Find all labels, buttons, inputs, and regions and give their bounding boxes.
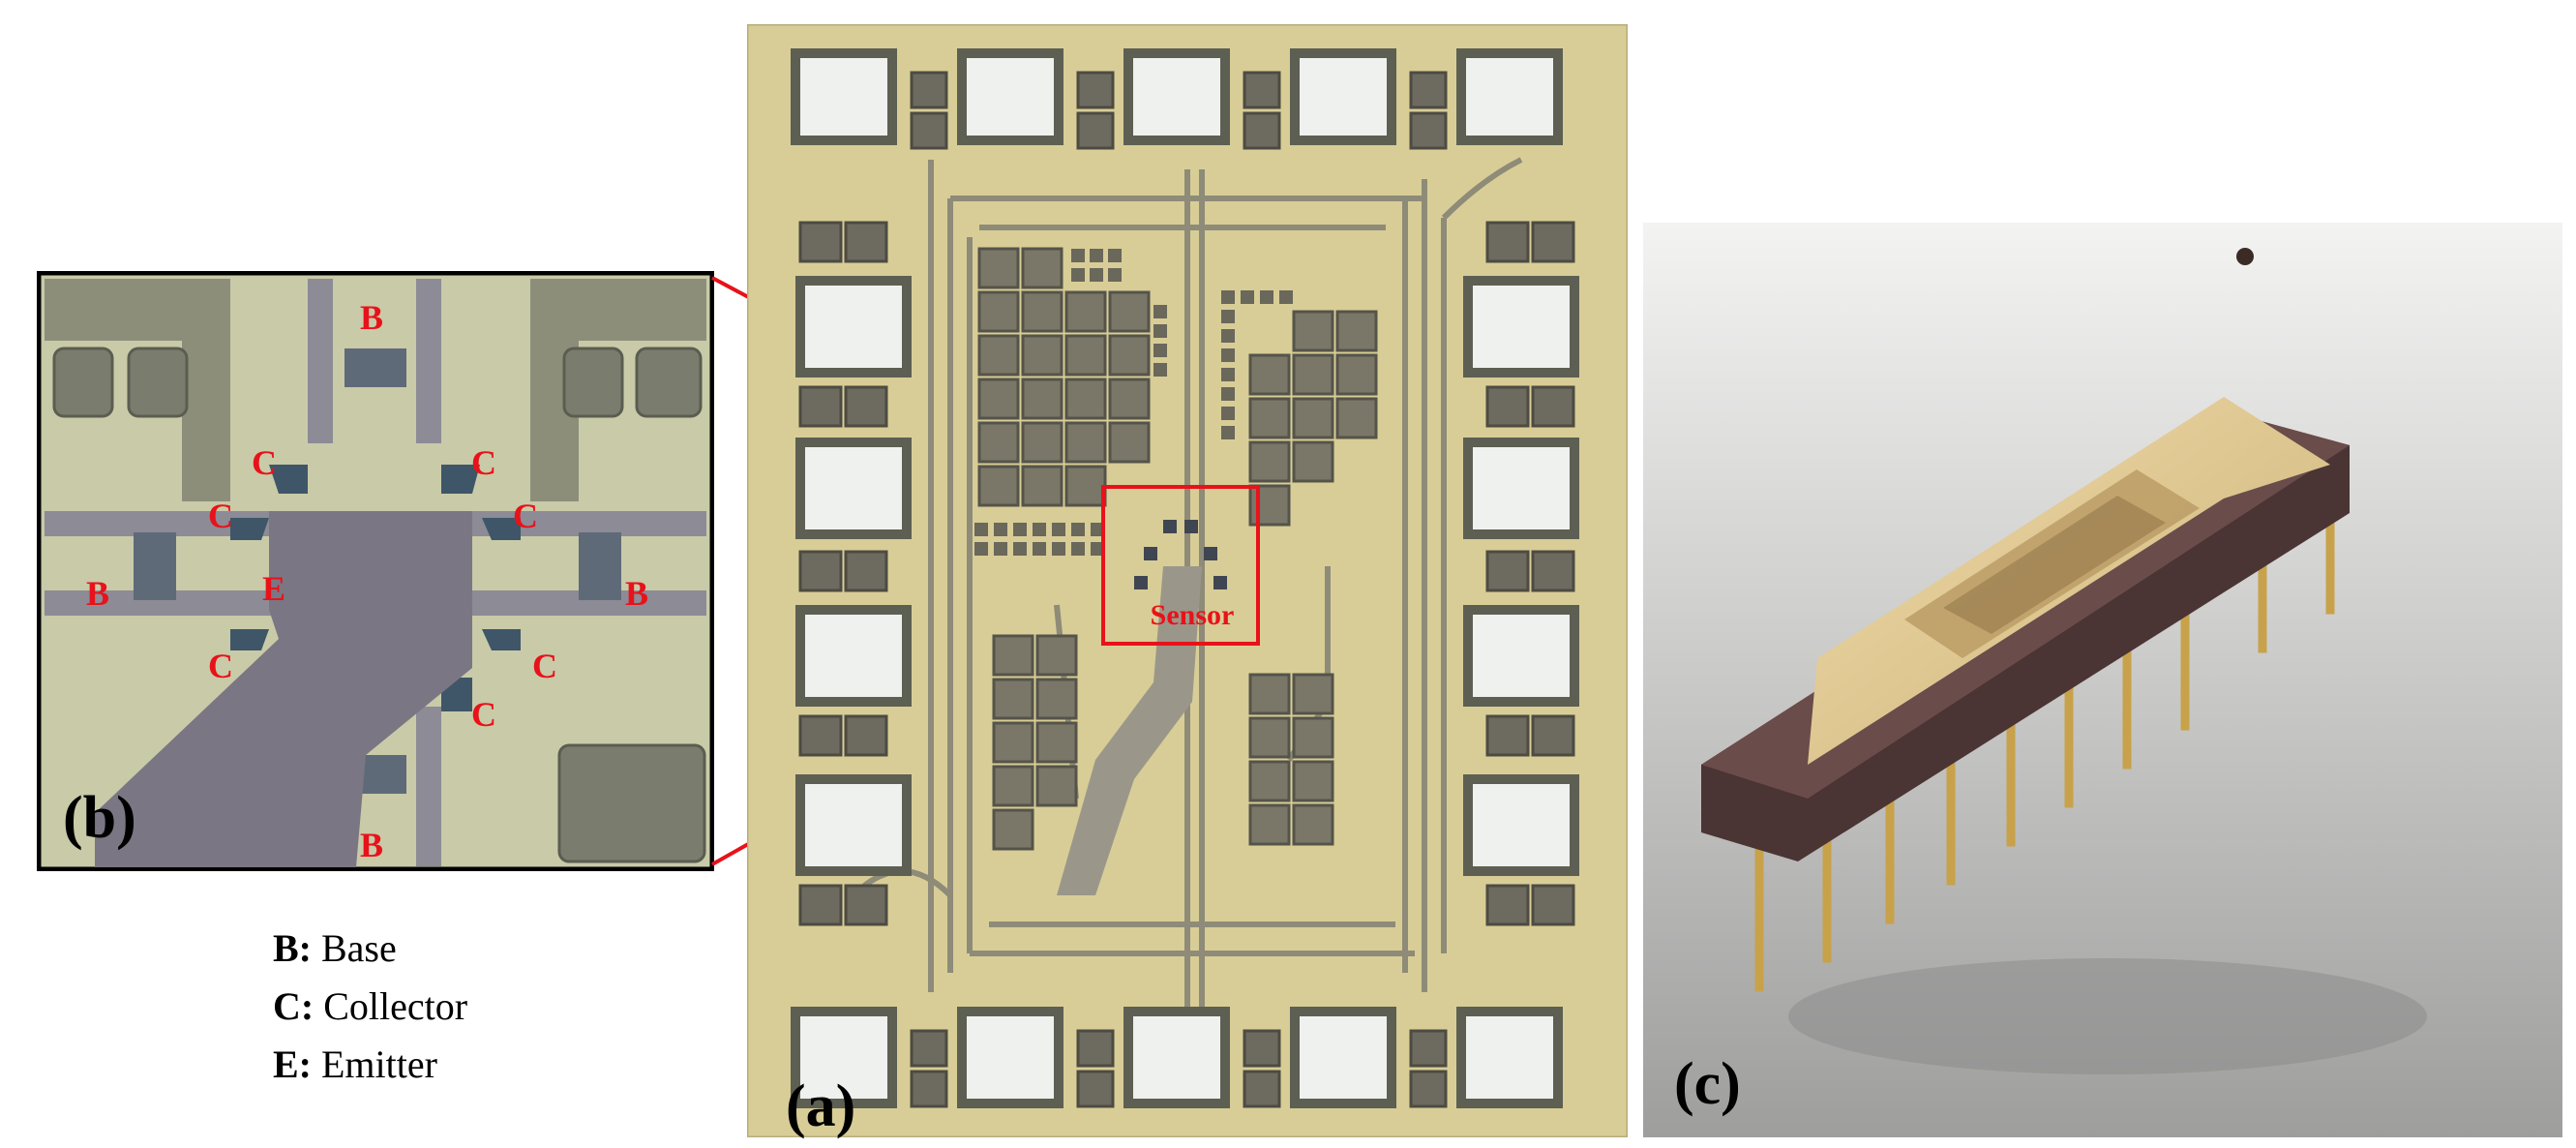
- svg-text:C: C: [208, 497, 233, 535]
- svg-text:C: C: [252, 443, 277, 482]
- right-bond-pads: [1463, 276, 1579, 876]
- top-bond-pads: [791, 48, 1563, 145]
- panel-label-a: (a): [786, 1073, 856, 1139]
- chip-image: [1643, 223, 2562, 1137]
- svg-text:C: C: [208, 647, 233, 685]
- label-b-bottom: B: [360, 826, 383, 864]
- label-b-left: B: [86, 574, 109, 613]
- collector-labels: C C C C C C C: [208, 443, 557, 734]
- zoom-panel: B B B B E C C C C C C C: [37, 271, 714, 871]
- svg-text:C: C: [532, 647, 557, 685]
- legend-item-collector: C: Collector: [273, 984, 468, 1028]
- die-photo: Sensor: [747, 24, 1628, 1137]
- legend: B: Base C: Collector E: Emitter: [273, 929, 467, 1084]
- die-image: Sensor: [747, 24, 1628, 1137]
- svg-text:C: C: [471, 695, 496, 734]
- legend-item-emitter: E: Emitter: [273, 1042, 437, 1086]
- legend-item-base: B: Base: [273, 926, 397, 970]
- svg-text:C: C: [471, 443, 496, 482]
- label-b-right: B: [625, 574, 648, 613]
- label-e: E: [262, 569, 285, 608]
- sensor-highlight-box: [1101, 485, 1260, 646]
- svg-text:C: C: [513, 497, 538, 535]
- left-bond-pads: [795, 276, 912, 876]
- label-b-top: B: [360, 298, 383, 337]
- emitter-structure: [95, 511, 472, 867]
- panel-label-b: (b): [63, 785, 136, 851]
- circuit-blocks: [977, 247, 1378, 851]
- zoom-image: B B B B E C C C C C C C: [37, 271, 714, 871]
- panel-label-c: (c): [1674, 1051, 1741, 1117]
- packaged-chip-photo: [1643, 223, 2562, 1137]
- bottom-bond-pads: [791, 1007, 1563, 1108]
- sensor-label: Sensor: [1151, 599, 1235, 631]
